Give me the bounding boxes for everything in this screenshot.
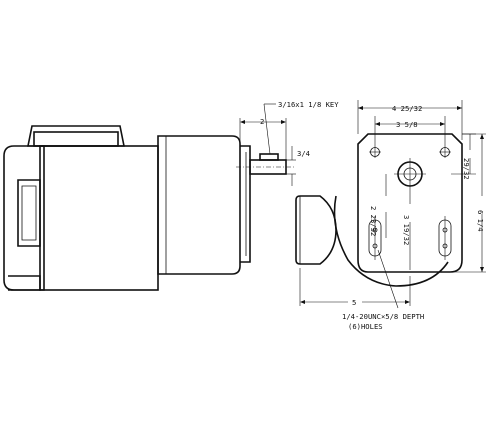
dimension-labels: 3/16x1 1/8 KEY 2 3/4 4 25/32 3 5/8 29/32… [260,100,485,331]
overall-width-label: 4 25/32 [392,104,422,113]
front-view-dimensions [299,100,486,309]
shaft-height-label: 3/4 [297,149,310,158]
shaft-length-label: 2 [260,117,264,126]
base-width-label: 5 [352,298,356,307]
top-to-hole-label: 29/32 [462,158,471,180]
overall-height-label: 6 1/4 [476,210,485,232]
bolt-spacing-label: 3 5/8 [396,120,418,129]
shaft-center-height-label: 2 23/32 [369,206,378,236]
hole-vertical-label: 3 19/32 [402,215,411,245]
key-label: 3/16x1 1/8 KEY [278,100,339,109]
front-view [295,133,463,287]
holes-note-line2: (6)HOLES [348,322,383,331]
shaft-dimensions [239,103,296,186]
holes-note-line1: 1/4-20UNC×5/8 DEPTH [342,312,424,321]
motor-side-view [3,125,296,291]
